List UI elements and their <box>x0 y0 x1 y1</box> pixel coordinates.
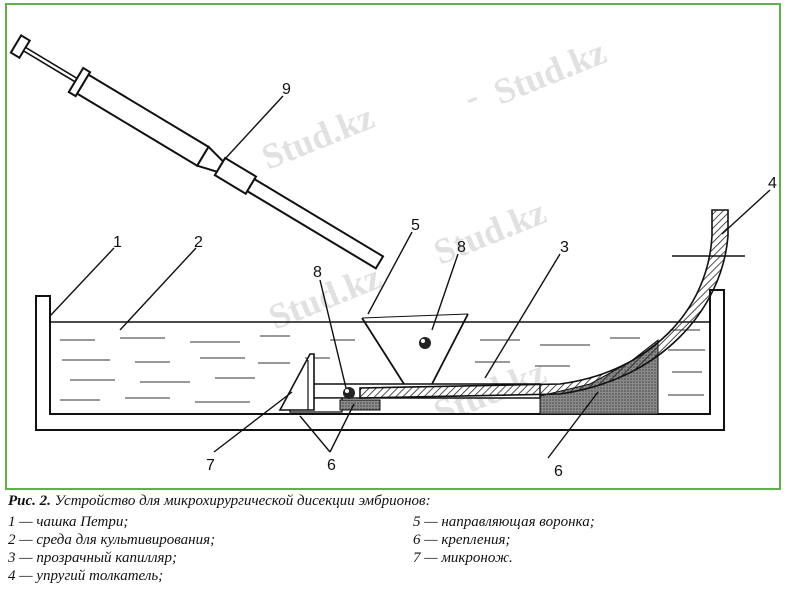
callout-9: 9 <box>282 81 291 98</box>
callout-labels: 1 2 9 5 8 3 4 8 7 6 6 <box>113 81 777 480</box>
callout-6-right: 6 <box>554 463 563 480</box>
callout-5: 5 <box>411 217 420 234</box>
callout-3: 3 <box>560 239 569 256</box>
syringe <box>9 34 385 270</box>
callout-1: 1 <box>113 234 122 251</box>
callout-8-bottom: 8 <box>313 264 322 281</box>
svg-text:Stud.kz: Stud.kz <box>428 191 552 272</box>
svg-text:Stud.kz: Stud.kz <box>256 96 380 177</box>
micro-knife <box>278 353 315 411</box>
legend-right: 5 — направляющая воронка; 6 — крепления;… <box>413 513 595 567</box>
elastic-pusher <box>359 209 745 399</box>
callout-2: 2 <box>194 234 203 251</box>
culture-medium <box>50 321 710 403</box>
legend-item: 1 — чашка Петри; <box>8 514 129 530</box>
callout-6-left: 6 <box>327 457 336 474</box>
caption-title-text: Устройство для микрохирургической дисекц… <box>54 493 431 509</box>
legend-item: 3 — прозрачный капилляр; <box>8 550 177 566</box>
legend-item: 4 — упругий толкатель; <box>8 568 164 584</box>
leader-lines <box>49 95 771 459</box>
guide-funnel <box>361 313 469 385</box>
legend-item: 5 — направляющая воронка; <box>413 514 595 530</box>
caption-label: Рис. 2. <box>8 493 51 509</box>
svg-text:-: - <box>458 76 484 118</box>
callout-4: 4 <box>768 175 777 192</box>
legend-item: 2 — среда для культивирования; <box>8 532 216 548</box>
legend-item: 7 — микронож. <box>413 550 513 566</box>
callout-8-top: 8 <box>457 239 466 256</box>
device-diagram: Stud.kz - Stud.kz Stud.kz Stud.kz Stud.k… <box>9 31 777 480</box>
figure-caption: Рис. 2. Устройство для микрохирургическо… <box>8 492 788 584</box>
callout-7: 7 <box>206 457 215 474</box>
legend-left: 1 — чашка Петри; 2 — среда для культивир… <box>8 513 215 585</box>
caption-title: Рис. 2. Устройство для микрохирургическо… <box>8 492 788 510</box>
svg-text:Stud.kz: Stud.kz <box>488 31 612 112</box>
embryos <box>343 337 431 399</box>
legend-item: 6 — крепления; <box>413 532 511 548</box>
